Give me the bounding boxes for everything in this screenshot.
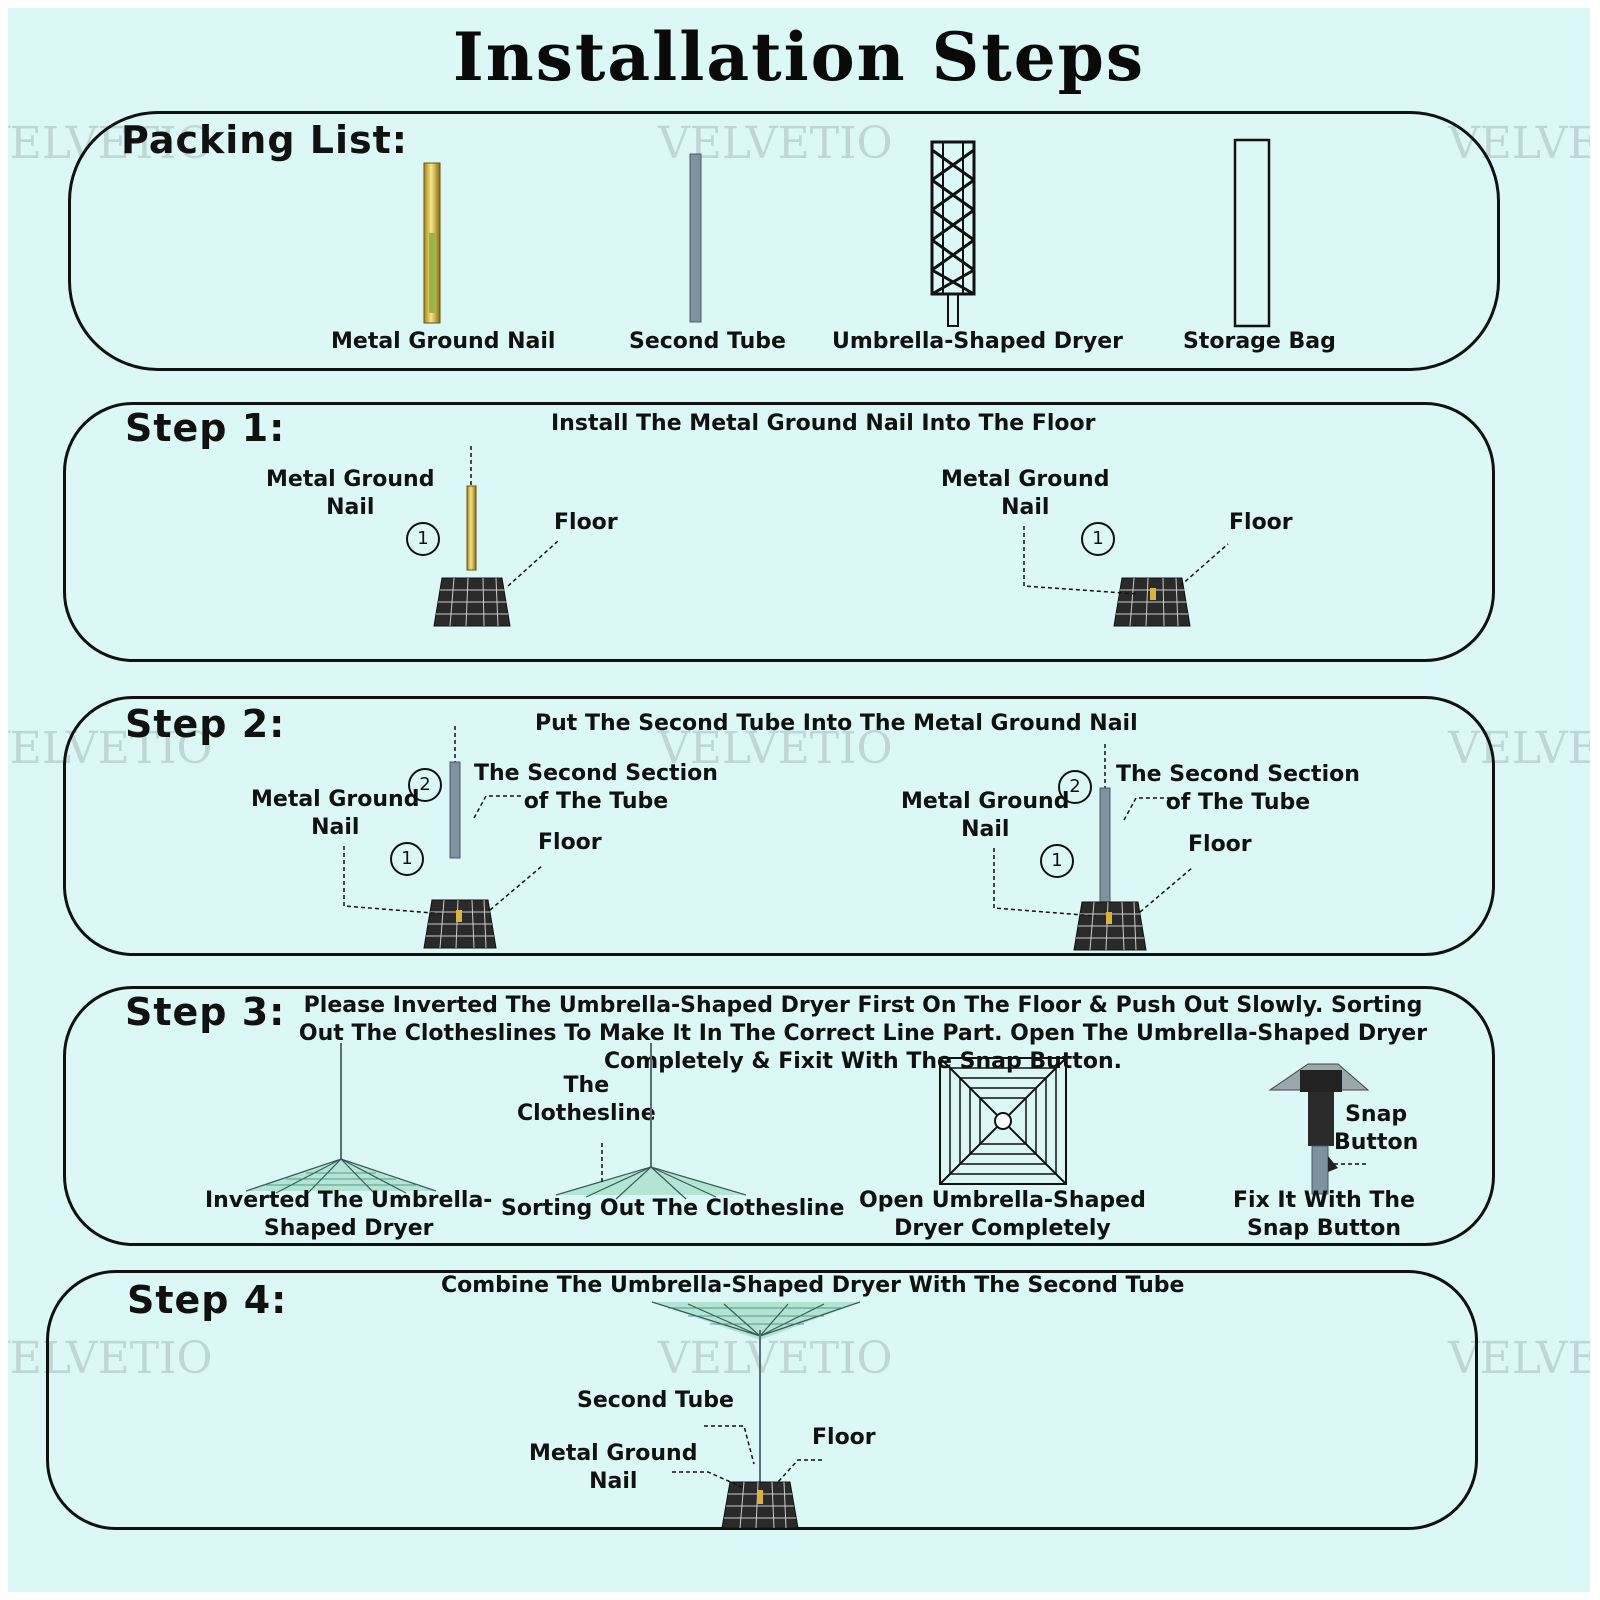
step3-caption: Fix It With The Snap Button	[1233, 1188, 1416, 1241]
installation-diagram: VELVETIO VELVETIO VELVETIO VELVETIO VELV…	[8, 8, 1590, 1592]
snap-button-illustration	[1268, 1063, 1370, 1195]
step3-instruction: Please Inverted The Umbrella-Shaped Drye…	[298, 993, 1428, 1074]
packing-item-label: Storage Bag	[1183, 329, 1336, 354]
watermark: VELVETIO	[658, 723, 893, 774]
step2-instruction: Put The Second Tube Into The Metal Groun…	[535, 711, 1138, 736]
storage-bag-image	[1233, 138, 1271, 328]
second-section-label: The Second Section of The Tube	[1116, 762, 1360, 815]
step-number-badge: 1	[1081, 522, 1115, 556]
packing-list-heading: Packing List:	[121, 118, 408, 162]
metal-ground-nail-image	[423, 162, 441, 324]
step3-heading: Step 3:	[125, 990, 286, 1034]
step-number-badge: 1	[1040, 844, 1074, 878]
step2-panel	[63, 696, 1495, 956]
floor-label: Floor	[1188, 832, 1252, 857]
second-tube-image	[689, 153, 702, 323]
open-dryer-illustration	[939, 1057, 1067, 1185]
assembled-dryer-illustration	[651, 1301, 861, 1529]
step2-left-illustration	[343, 726, 543, 949]
step3-panel	[63, 986, 1495, 1246]
step2-right-illustration	[993, 744, 1193, 951]
step-number-badge: 1	[406, 522, 440, 556]
packing-list-panel	[68, 111, 1500, 371]
second-section-label: The Second Section of The Tube	[474, 761, 718, 814]
metal-ground-nail-label: Metal Ground Nail	[529, 1441, 698, 1494]
step3-caption: Sorting Out The Clothesline	[501, 1196, 845, 1221]
packing-item-label: Second Tube	[629, 329, 786, 354]
metal-ground-nail-label: Metal Ground Nail	[941, 467, 1110, 520]
page-title: Installation Steps	[452, 18, 1146, 96]
step1-right-illustration	[1023, 526, 1229, 627]
step-number-badge: 2	[408, 768, 442, 802]
step-number-badge: 1	[390, 842, 424, 876]
watermark: VELVETIO	[1448, 1333, 1590, 1384]
metal-ground-nail-label: Metal Ground Nail	[901, 789, 1070, 842]
step1-instruction: Install The Metal Ground Nail Into The F…	[551, 411, 1096, 436]
snap-button-label: Snap Button	[1334, 1102, 1419, 1155]
floor-label: Floor	[554, 510, 618, 535]
metal-ground-nail-label: Metal Ground Nail	[266, 467, 435, 520]
second-tube-label: Second Tube	[577, 1388, 734, 1413]
sorting-clothesline-illustration	[555, 1043, 747, 1200]
metal-ground-nail-label: Metal Ground Nail	[251, 787, 420, 840]
step4-instruction: Combine The Umbrella-Shaped Dryer With T…	[441, 1273, 1185, 1298]
step2-heading: Step 2:	[125, 702, 286, 746]
packing-item-label: Metal Ground Nail	[331, 329, 556, 354]
step1-heading: Step 1:	[125, 406, 286, 450]
step3-caption: Open Umbrella-Shaped Dryer Completely	[859, 1188, 1146, 1241]
watermark: VELVETIO	[8, 1333, 213, 1384]
umbrella-dryer-folded-image	[930, 140, 976, 327]
step1-panel	[63, 402, 1495, 662]
clothesline-label: The Clothesline	[517, 1073, 656, 1126]
inverted-dryer-illustration	[245, 1043, 437, 1196]
packing-item-label: Umbrella-Shaped Dryer	[832, 329, 1124, 354]
floor-label: Floor	[1229, 510, 1293, 535]
floor-label: Floor	[812, 1425, 876, 1450]
step-number-badge: 2	[1058, 770, 1092, 804]
floor-label: Floor	[538, 830, 602, 855]
watermark: VELVETIO	[658, 1333, 893, 1384]
step3-caption: Inverted The Umbrella- Shaped Dryer	[205, 1188, 493, 1241]
step4-heading: Step 4:	[127, 1278, 288, 1322]
step1-left-illustration	[433, 446, 559, 627]
